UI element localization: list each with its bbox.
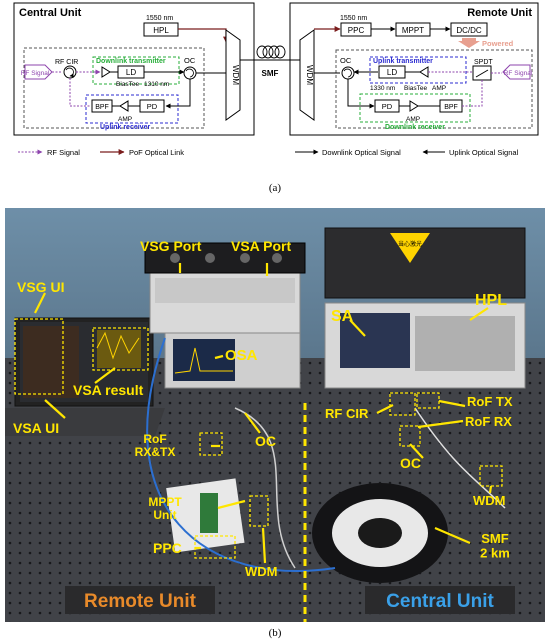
spdt-label: SPDT bbox=[474, 59, 493, 66]
smf-label: SMF bbox=[262, 69, 279, 78]
remote-pd-label: PD bbox=[382, 102, 393, 111]
system-schematic: Central Unit 1550 nm HPL Downlink transm… bbox=[13, 2, 539, 157]
mppt-area bbox=[166, 478, 245, 553]
dcdc-box bbox=[450, 22, 488, 37]
uplink-tx-label: Uplink transmitter bbox=[373, 58, 433, 65]
remote-unit-frame bbox=[289, 2, 539, 136]
central-bpf-label: BPF bbox=[95, 104, 109, 111]
central-ld-label: LD bbox=[126, 68, 136, 77]
remote-ld-wavelength: 1330 nm bbox=[370, 85, 395, 92]
caption-b: (b) bbox=[268, 627, 282, 639]
dcdc-label: DC/DC bbox=[456, 26, 482, 35]
central-hpl-label: HPL bbox=[153, 26, 169, 35]
central-biastee-label: BiasTee bbox=[116, 81, 140, 88]
label-oc-left: OC bbox=[255, 433, 276, 449]
central-unit-frame bbox=[13, 2, 255, 136]
central-amp-label: AMP bbox=[118, 116, 132, 123]
downlink-rx-box bbox=[359, 93, 471, 123]
mppt-label: MPPT bbox=[402, 26, 424, 35]
remote-rf-signal-shape bbox=[502, 64, 531, 80]
downlink-tx-label: Downlink transmitter bbox=[96, 58, 166, 65]
remote-rf-signal-label: RF Signal bbox=[504, 70, 533, 77]
downlink-rx-label: Downlink receiver bbox=[385, 124, 445, 131]
uplink-amp-triangle bbox=[119, 100, 129, 112]
remote-oc-label: OC bbox=[340, 56, 352, 65]
label-central-unit: Central Unit bbox=[386, 591, 494, 612]
uplink-tx-box bbox=[369, 56, 467, 84]
lab-setup-photo: 当心激光 bbox=[5, 208, 545, 622]
remote-ppc-wavelength: 1550 nm bbox=[340, 15, 367, 22]
label-vsa-result: VSA result bbox=[73, 382, 144, 398]
ppc-label: PPC bbox=[348, 26, 365, 35]
label-vsa-ui: VSA UI bbox=[13, 420, 59, 436]
remote-amp2-label: AMP bbox=[406, 116, 420, 123]
central-inner-dashed bbox=[23, 47, 205, 129]
downlink-tx-box bbox=[92, 56, 180, 85]
label-rof-rx: RoF RX bbox=[465, 414, 512, 429]
remote-unit-title: Remote Unit bbox=[467, 7, 532, 19]
component-boxes bbox=[14, 318, 503, 559]
warning-sign-text: 当心激光 bbox=[398, 240, 422, 248]
central-ld-wavelength: 1310 nm bbox=[144, 81, 169, 88]
label-vsg-ui: VSG UI bbox=[17, 279, 64, 295]
powered-label: Powered bbox=[482, 39, 514, 48]
remote-amp-label: AMP bbox=[432, 85, 446, 92]
label-wdm-left: WDM bbox=[245, 564, 278, 579]
central-oc-label: OC bbox=[184, 56, 196, 65]
label-arrows bbox=[34, 263, 493, 564]
central-rf-signal-label: RF Signal bbox=[21, 70, 50, 77]
legend-downlink: Downlink Optical Signal bbox=[322, 148, 401, 157]
laptop bbox=[5, 317, 165, 436]
label-wdm-right: WDM bbox=[473, 493, 506, 508]
downlink-amp-triangle bbox=[101, 66, 111, 78]
label-remote-unit: Remote Unit bbox=[84, 591, 197, 612]
powered-arrow bbox=[458, 38, 480, 48]
central-hpl-wavelength: 1550 nm bbox=[146, 15, 173, 22]
central-wdm bbox=[225, 29, 241, 121]
remote-uplink-amp-triangle bbox=[419, 66, 429, 78]
caption-a: (a) bbox=[268, 182, 282, 194]
label-rf-cir: RF CIR bbox=[325, 406, 369, 421]
vsg-vsa-instruments bbox=[144, 242, 306, 389]
central-wdm-label: WDM bbox=[231, 65, 240, 85]
label-rof-tx: RoF TX bbox=[467, 394, 513, 409]
label-oc-right: OC bbox=[400, 455, 421, 471]
label-vsg-port: VSG Port bbox=[140, 238, 202, 254]
legend-uplink: Uplink Optical Signal bbox=[449, 148, 519, 157]
remote-bpf-label: BPF bbox=[444, 104, 458, 111]
rf-cir-label: RF CIR bbox=[55, 59, 78, 66]
label-ppc: PPC bbox=[153, 540, 182, 556]
central-unit-title: Central Unit bbox=[19, 7, 82, 19]
remote-downlink-amp-triangle bbox=[409, 100, 419, 112]
photo-labels: VSG Port VSA Port VSG UI SA HPL OSA VSA … bbox=[13, 238, 513, 579]
uplink-rx-label: Uplink receiver bbox=[100, 124, 150, 131]
central-rf-signal-shape bbox=[24, 64, 53, 80]
label-vsa-port: VSA Port bbox=[231, 238, 291, 254]
label-sa: SA bbox=[331, 308, 354, 325]
legend: RF Signal PoF Optical Link Downlink Opti… bbox=[18, 148, 519, 157]
uplink-rx-box bbox=[85, 94, 179, 124]
remote-wdm-label: WDM bbox=[305, 65, 314, 85]
remote-wdm bbox=[299, 29, 315, 121]
label-hpl: HPL bbox=[475, 292, 507, 309]
remote-biastee-label: BiasTee bbox=[404, 85, 428, 92]
remote-ld-label: LD bbox=[387, 68, 397, 77]
fiber-spool bbox=[312, 483, 448, 583]
legend-pof: PoF Optical Link bbox=[129, 148, 184, 157]
sa-hpl-instruments: 当心激光 bbox=[324, 227, 526, 389]
legend-rf: RF Signal bbox=[47, 148, 80, 157]
label-osa: OSA bbox=[225, 347, 258, 364]
central-pd-label: PD bbox=[147, 102, 158, 111]
remote-inner-dashed bbox=[335, 49, 533, 129]
smf-coil-icon bbox=[256, 45, 286, 59]
